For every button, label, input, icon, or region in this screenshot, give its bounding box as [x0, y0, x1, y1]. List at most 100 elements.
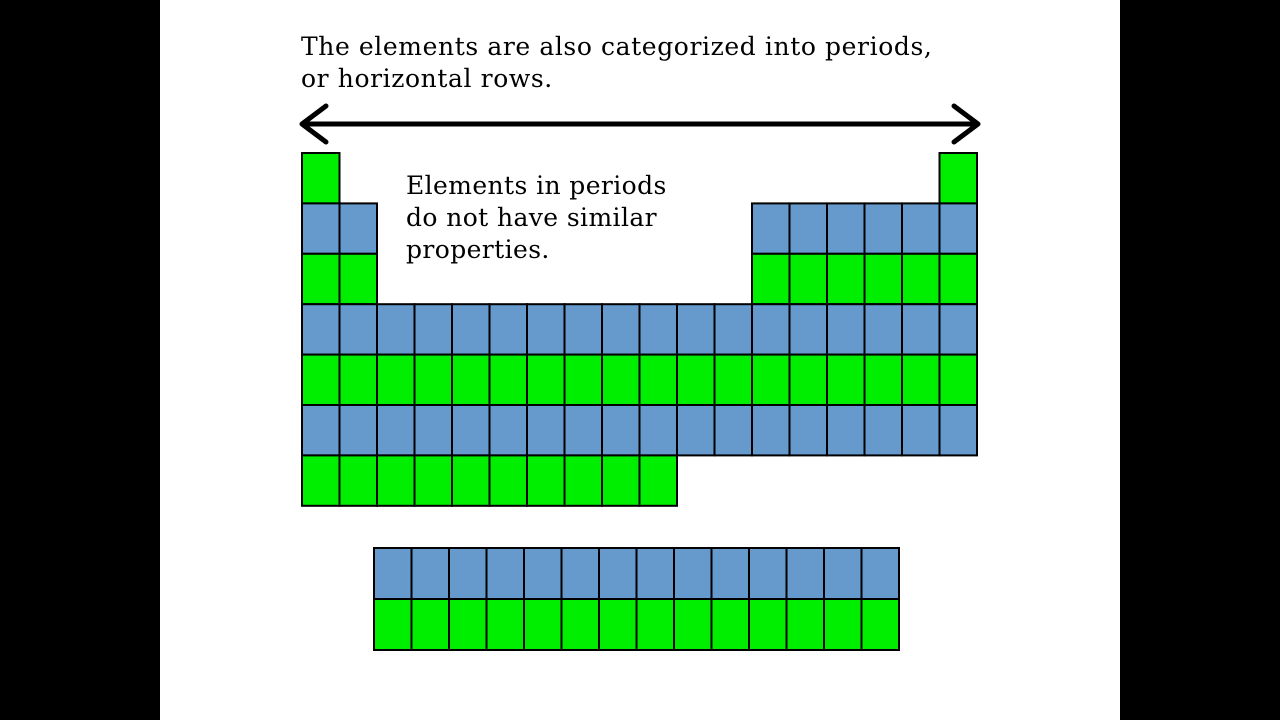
element-cell-period-1-group-18: [938, 152, 978, 205]
element-cell-period-4-group-15: [826, 303, 866, 356]
f-block-cell-row-1-col-5: [523, 547, 563, 600]
element-cell-period-5-group-11: [676, 353, 716, 407]
f-block-cell-row-1-col-10: [710, 547, 750, 600]
element-cell-period-6-group-10: [638, 404, 678, 457]
element-cell-period-2-group-17: [901, 202, 941, 255]
element-cell-period-4-group-18: [938, 303, 978, 356]
element-cell-period-2-group-14: [788, 202, 828, 255]
f-block-cell-row-1-col-11: [748, 547, 788, 600]
element-cell-period-5-group-14: [788, 353, 828, 407]
f-block-cell-row-1-col-14: [860, 547, 900, 600]
element-cell-period-7-group-8: [563, 454, 603, 507]
element-cell-period-5-group-5: [451, 353, 491, 407]
element-cell-period-5-group-10: [638, 353, 678, 407]
element-cell-period-6-group-13: [751, 404, 791, 457]
element-cell-period-6-group-12: [713, 404, 753, 457]
element-cell-period-4-group-14: [788, 303, 828, 356]
element-cell-period-5-group-2: [338, 353, 378, 407]
f-block-cell-row-2-col-7: [598, 598, 638, 651]
element-cell-period-4-group-3: [376, 303, 416, 356]
element-cell-period-2-group-1: [301, 202, 341, 255]
element-cell-period-5-group-4: [413, 353, 453, 407]
element-cell-period-7-group-4: [413, 454, 453, 507]
element-cell-period-3-group-1: [301, 252, 341, 306]
element-cell-period-6-group-4: [413, 404, 453, 457]
arrow-head-left: [299, 103, 329, 145]
element-cell-period-6-group-1: [301, 404, 341, 457]
element-cell-period-3-group-16: [863, 252, 903, 306]
f-block-cell-row-2-col-9: [673, 598, 713, 651]
f-block-cell-row-1-col-3: [448, 547, 488, 600]
element-cell-period-4-group-13: [751, 303, 791, 356]
element-cell-period-1-group-1: [301, 152, 341, 205]
horizontal-double-arrow: [299, 103, 981, 145]
element-cell-period-5-group-6: [488, 353, 528, 407]
element-cell-period-6-group-8: [563, 404, 603, 457]
f-block-cell-row-2-col-13: [823, 598, 863, 651]
f-block-cell-row-1-col-4: [485, 547, 525, 600]
slide: The elements are also categorized into p…: [160, 0, 1120, 720]
element-cell-period-3-group-18: [938, 252, 978, 306]
element-cell-period-3-group-2: [338, 252, 378, 306]
element-cell-period-7-group-9: [601, 454, 641, 507]
element-cell-period-6-group-17: [901, 404, 941, 457]
f-block-cell-row-1-col-13: [823, 547, 863, 600]
f-block-cell-row-1-col-7: [598, 547, 638, 600]
periodic-table-grid: [301, 152, 978, 651]
element-cell-period-4-group-1: [301, 303, 341, 356]
element-cell-period-6-group-9: [601, 404, 641, 457]
f-block-cell-row-2-col-12: [785, 598, 825, 651]
note-line-1: Elements in periods: [406, 171, 667, 200]
element-cell-period-5-group-1: [301, 353, 341, 407]
element-cell-period-4-group-12: [713, 303, 753, 356]
element-cell-period-5-group-16: [863, 353, 903, 407]
element-cell-period-4-group-2: [338, 303, 378, 356]
arrow-head-right: [951, 103, 981, 145]
element-cell-period-6-group-3: [376, 404, 416, 457]
note-text: Elements in periods do not have similar …: [406, 170, 667, 266]
f-block-cell-row-1-col-2: [410, 547, 450, 600]
heading-line-2: or horizontal rows.: [301, 64, 553, 93]
element-cell-period-7-group-10: [638, 454, 678, 507]
element-cell-period-4-group-5: [451, 303, 491, 356]
element-cell-period-7-group-5: [451, 454, 491, 507]
element-cell-period-6-group-15: [826, 404, 866, 457]
element-cell-period-6-group-5: [451, 404, 491, 457]
element-cell-period-5-group-18: [938, 353, 978, 407]
element-cell-period-2-group-2: [338, 202, 378, 255]
element-cell-period-4-group-8: [563, 303, 603, 356]
element-cell-period-7-group-3: [376, 454, 416, 507]
element-cell-period-6-group-16: [863, 404, 903, 457]
element-cell-period-5-group-15: [826, 353, 866, 407]
f-block-cell-row-2-col-11: [748, 598, 788, 651]
element-cell-period-6-group-2: [338, 404, 378, 457]
element-cell-period-2-group-16: [863, 202, 903, 255]
f-block-cell-row-1-col-6: [560, 547, 600, 600]
element-cell-period-5-group-9: [601, 353, 641, 407]
element-cell-period-5-group-3: [376, 353, 416, 407]
element-cell-period-7-group-1: [301, 454, 341, 507]
element-cell-period-5-group-17: [901, 353, 941, 407]
element-cell-period-4-group-17: [901, 303, 941, 356]
element-cell-period-4-group-4: [413, 303, 453, 356]
element-cell-period-4-group-6: [488, 303, 528, 356]
element-cell-period-4-group-7: [526, 303, 566, 356]
element-cell-period-4-group-9: [601, 303, 641, 356]
element-cell-period-6-group-14: [788, 404, 828, 457]
element-cell-period-5-group-8: [563, 353, 603, 407]
f-block-cell-row-2-col-10: [710, 598, 750, 651]
element-cell-period-5-group-12: [713, 353, 753, 407]
f-block-cell-row-2-col-6: [560, 598, 600, 651]
heading-line-1: The elements are also categorized into p…: [301, 32, 933, 61]
element-cell-period-5-group-13: [751, 353, 791, 407]
element-cell-period-4-group-10: [638, 303, 678, 356]
element-cell-period-2-group-15: [826, 202, 866, 255]
f-block-cell-row-2-col-3: [448, 598, 488, 651]
element-cell-period-7-group-7: [526, 454, 566, 507]
element-cell-period-3-group-17: [901, 252, 941, 306]
f-block-cell-row-2-col-2: [410, 598, 450, 651]
element-cell-period-7-group-6: [488, 454, 528, 507]
element-cell-period-4-group-11: [676, 303, 716, 356]
element-cell-period-6-group-7: [526, 404, 566, 457]
element-cell-period-6-group-11: [676, 404, 716, 457]
